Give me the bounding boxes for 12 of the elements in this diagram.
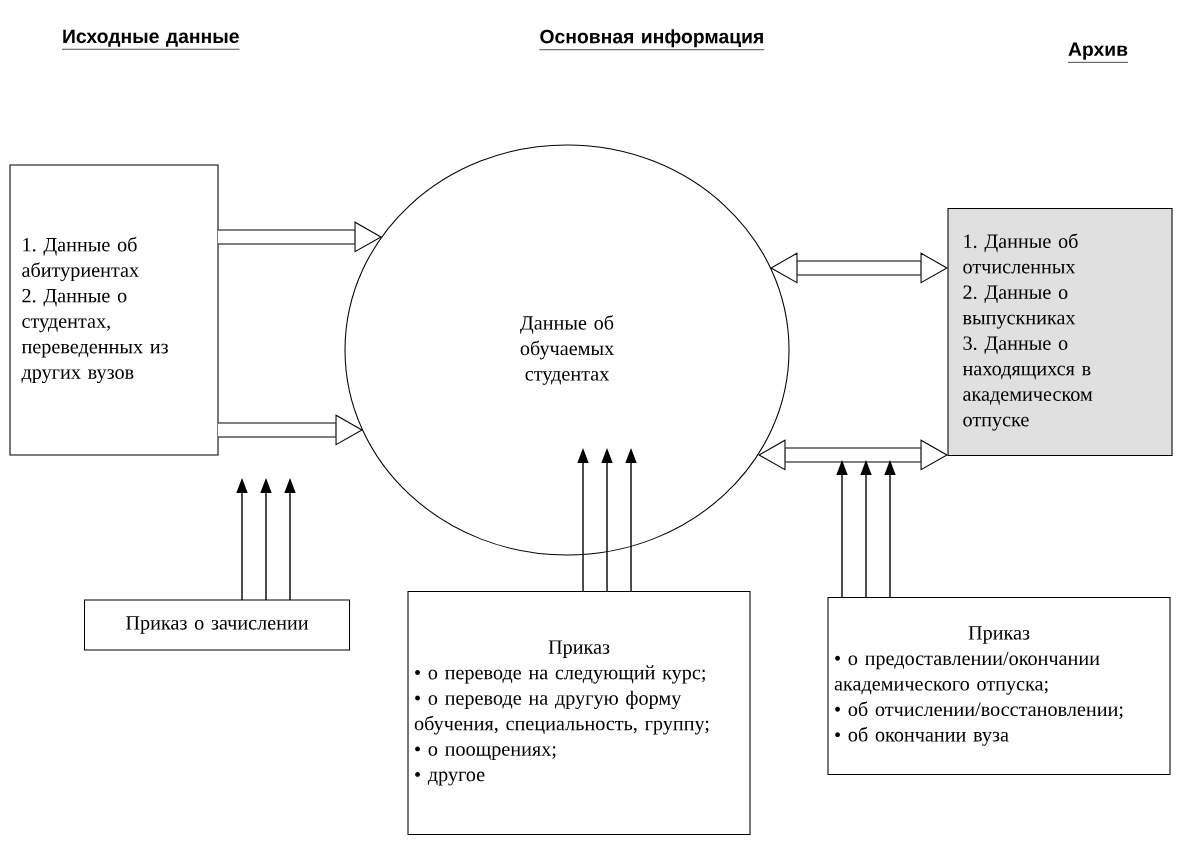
column-heading: Исходные данные bbox=[61, 29, 240, 50]
order-box: Приказ • о предоставлении/окончании академического отпуска; • об отчислении/восстановлении; • об окончании вуза bbox=[827, 596, 1171, 775]
archive-box: 1. Данные об отчисленных 2. Данные о выпускниках 3. Данные о находящихся в академическом отпуске bbox=[947, 207, 1173, 456]
block-arrow bbox=[770, 252, 948, 284]
column-heading: Основная информация bbox=[539, 29, 765, 51]
column-heading: Архив bbox=[1067, 42, 1129, 63]
order-box: Приказ о зачислении bbox=[84, 599, 351, 651]
block-arrow bbox=[758, 439, 948, 471]
order-box: Приказ • о переводе на следующий курс; • о переводе на другую форму обучения, специальность, группу; • о поощрениях; • другое bbox=[407, 590, 751, 835]
block-arrow bbox=[218, 414, 363, 446]
block-arrow bbox=[218, 221, 382, 253]
source-box: 1. Данные об абитуриентах 2. Данные о студентах, переведенных из других вузов bbox=[9, 164, 219, 456]
